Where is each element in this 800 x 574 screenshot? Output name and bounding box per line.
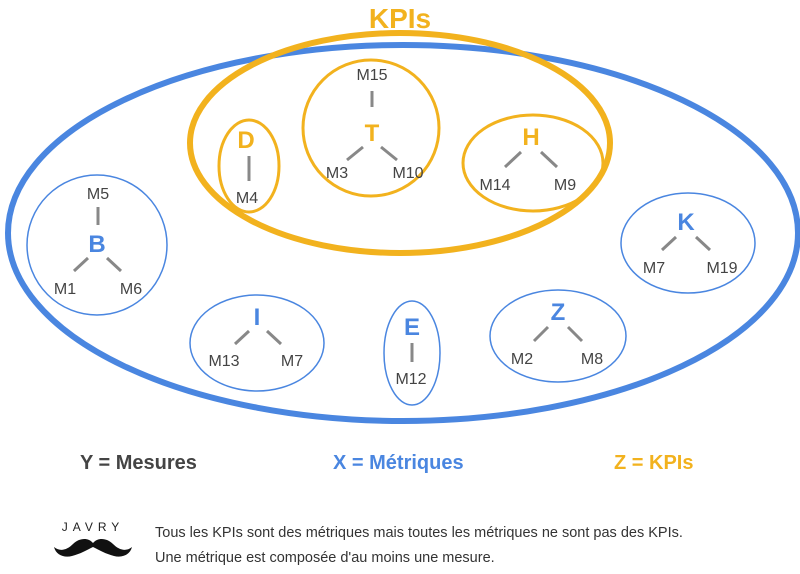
metrics-set-ellipse — [5, 42, 800, 424]
measure-M13: M13 — [208, 353, 239, 370]
connector — [566, 325, 584, 343]
node-D-label: D — [237, 127, 254, 154]
measure-M19: M19 — [706, 260, 737, 277]
measure-M10: M10 — [392, 165, 423, 182]
brand-logo: JAVRY — [52, 520, 134, 560]
kpi-title: KPIs — [369, 3, 431, 34]
node-E-label: E — [404, 314, 420, 341]
node-T: M15 T M3 M10 — [301, 58, 441, 198]
measure-M3: M3 — [326, 165, 348, 182]
legend-kpis: Z = KPIs — [614, 452, 694, 474]
node-B: M5 B M1 M6 — [26, 174, 168, 316]
measure-M15: M15 — [356, 67, 387, 84]
measure-M14: M14 — [479, 177, 510, 194]
node-H-label: H — [522, 124, 539, 151]
node-Z-label: Z — [551, 299, 566, 326]
connector — [532, 325, 550, 343]
connector — [233, 329, 251, 346]
kpis-set-ellipse — [187, 30, 613, 256]
node-K-label: K — [677, 209, 695, 236]
node-K: K M7 M19 — [620, 192, 756, 294]
measure-M5: M5 — [87, 186, 109, 203]
measure-M6: M6 — [120, 281, 142, 298]
connector — [503, 150, 523, 169]
connector — [660, 235, 678, 252]
connector — [694, 235, 712, 252]
connector — [380, 145, 398, 162]
measure-M7: M7 — [281, 353, 303, 370]
measure-M7: M7 — [643, 260, 665, 277]
node-I-label: I — [254, 304, 261, 331]
connector — [72, 256, 90, 273]
measure-M8: M8 — [581, 351, 603, 368]
connector — [105, 256, 123, 273]
node-E: E M12 — [383, 300, 441, 406]
measure-M4: M4 — [236, 190, 258, 207]
note-line-2: Une métrique est composée d'au moins une… — [155, 550, 495, 566]
measure-M1: M1 — [54, 281, 76, 298]
node-D: D M4 — [217, 118, 281, 214]
measure-M9: M9 — [554, 177, 576, 194]
connector — [265, 329, 283, 346]
node-Z: Z M2 M8 — [489, 289, 627, 383]
note-line-1: Tous les KPIs sont des métriques mais to… — [155, 525, 683, 541]
legend-metrics: X = Métriques — [333, 452, 464, 474]
connector — [539, 150, 559, 169]
measure-M12: M12 — [395, 371, 426, 388]
measure-M2: M2 — [511, 351, 533, 368]
node-B-label: B — [88, 231, 105, 258]
connector — [346, 145, 364, 162]
mustache-icon — [54, 538, 132, 557]
node-H: H M14 M9 — [461, 113, 605, 213]
brand-name: JAVRY — [61, 520, 125, 534]
legend-measures: Y = Mesures — [80, 452, 197, 474]
node-I: I M13 M7 — [189, 294, 325, 392]
node-T-label: T — [365, 120, 380, 147]
